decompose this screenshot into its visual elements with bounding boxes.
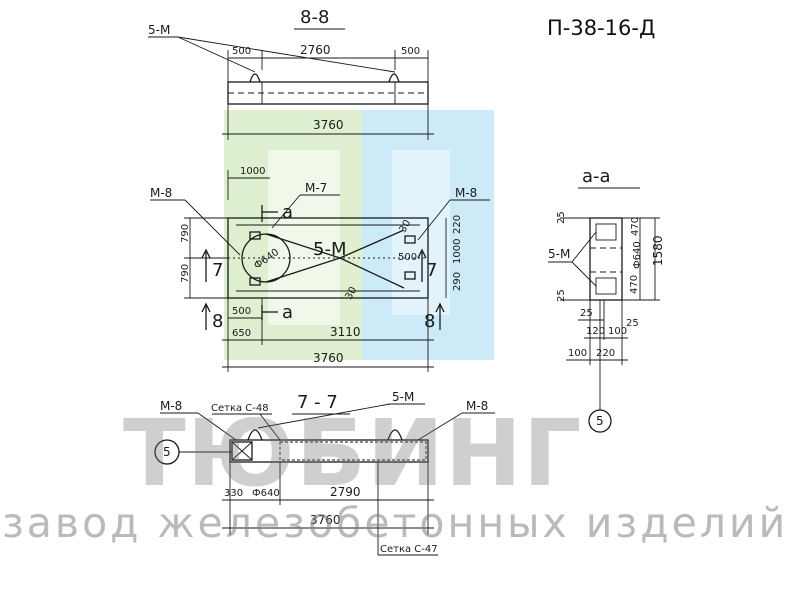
label-diameter-bottom: Ф640 [252,488,280,499]
section-a-a: а-а 25 25 470 Ф640 470 1580 5-М 25 25 12… [548,166,665,433]
section-title-7-7: 7 - 7 [297,392,338,413]
dim-650: 650 [232,328,251,339]
section-title-a-a: а-а [582,166,611,187]
dim-500-left: 500 [232,46,251,57]
aa-dim-100-bottom: 100 [568,348,587,359]
dim-1000-right: 1000 [452,239,463,264]
mark-5m-bottom: 5-М [392,390,414,404]
aa-dim-470-top: 470 [630,217,641,236]
dim-330: 330 [224,488,243,499]
section-8-left: 8 [212,311,223,332]
dim-500-plan: 500 [232,306,251,317]
section-7-7: 7 - 7 М-8 Сетка С-48 5-М М-8 5 330 [154,390,495,556]
mark-m7: М-7 [305,181,327,195]
callout-5: 5 [163,445,171,459]
aa-dim-25-right: 25 [626,318,639,329]
section-8-8: 8-8 5-М 500 2760 500 3760 [148,7,434,140]
aa-dim-1580: 1580 [651,235,665,266]
mark-m8-bottom-left: М-8 [160,399,182,413]
dim-2790: 2790 [330,485,361,499]
dim-2760: 2760 [300,43,331,57]
section-8-right: 8 [424,311,435,332]
aa-mark-5m: 5-М [548,247,570,261]
watermark-brand: ТЮБИНГ [123,400,583,507]
aa-dim-120: 120 [586,326,605,337]
mark-m8-right: М-8 [455,186,477,200]
watermark-subtitle: завод железобетонных изделий [2,499,789,547]
mark-m8-bottom-right: М-8 [466,399,488,413]
aa-dim-25-mid: 25 [580,308,593,319]
mark-5m-plan: 5-М [313,239,346,260]
dim-500-right: 500 [401,46,420,57]
dim-3760-top: 3760 [313,118,344,132]
dim-290: 290 [452,272,463,291]
dim-790-bottom: 790 [180,264,191,283]
aa-dim-470-bottom: 470 [629,275,640,294]
mark-5m-top: 5-М [148,23,170,37]
aa-dim-220: 220 [596,348,615,359]
dim-3110: 3110 [330,325,361,339]
section-title-8-8: 8-8 [300,7,329,28]
drawing-code: П-38-16-Д [547,16,656,40]
aa-dim-diameter: Ф640 [632,241,643,269]
dim-3760-bottom: 3760 [310,513,341,527]
section-a-top: а [282,202,293,223]
dim-220: 220 [452,215,463,234]
mark-m8-left: М-8 [150,186,172,200]
section-7-right: 7 [426,260,437,281]
mark-mesh-47: Сетка С-47 [380,544,438,555]
mark-mesh-48: Сетка С-48 [211,403,269,414]
aa-dim-25-top: 25 [556,211,567,224]
section-a-bottom: а [282,302,293,323]
plan-view: 1000 М-8 М-7 М-8 а а Ф640 5-М [150,166,490,372]
dim-790-top: 790 [180,224,191,243]
aa-dim-25-bottom: 25 [556,289,567,302]
aa-callout-5: 5 [596,414,604,428]
aa-dim-100: 100 [608,326,627,337]
dim-3760-plan: 3760 [313,351,344,365]
dim-500-plan-right: 500 [398,252,417,263]
watermark-logo [224,110,494,360]
section-7-left: 7 [212,260,223,281]
dim-1000: 1000 [240,166,265,177]
